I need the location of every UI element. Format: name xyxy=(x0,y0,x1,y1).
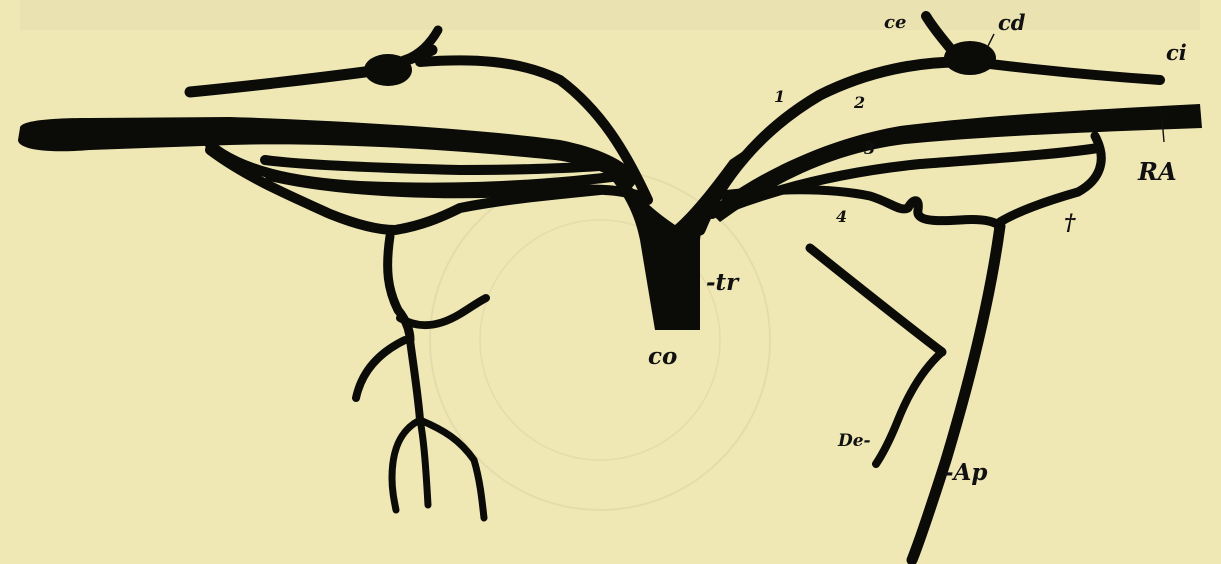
label-co: co xyxy=(648,343,677,370)
right-descending-Ap xyxy=(912,226,1000,560)
left-loop-inner xyxy=(265,160,610,170)
right-ci-branch xyxy=(990,64,1160,80)
label-cd: cd xyxy=(998,10,1026,35)
left-right-twig xyxy=(400,298,486,325)
label-4: 4 xyxy=(836,207,847,226)
label-1: 1 xyxy=(774,87,785,106)
label-ce: ce xyxy=(884,12,906,33)
label-tr: -tr xyxy=(706,269,740,296)
left-fork-left xyxy=(392,420,420,510)
label-3: 3 xyxy=(864,139,875,158)
label-dagger: † xyxy=(1064,210,1076,236)
label-RA: RA xyxy=(1137,157,1177,186)
label-De: De- xyxy=(837,431,871,451)
label-ci: ci xyxy=(1166,40,1187,65)
left-lower-stem xyxy=(410,340,420,420)
label-Ap: -Ap xyxy=(944,459,987,486)
right-oblique-branch xyxy=(810,248,942,352)
paper-texture xyxy=(20,0,1200,510)
right-De-branch xyxy=(876,352,942,464)
label-2: 2 xyxy=(853,93,865,112)
left-fork-mid xyxy=(420,420,428,505)
cd-pointer xyxy=(988,34,994,46)
right-vessel-4 xyxy=(715,190,1000,226)
left-left-twig xyxy=(356,340,405,398)
